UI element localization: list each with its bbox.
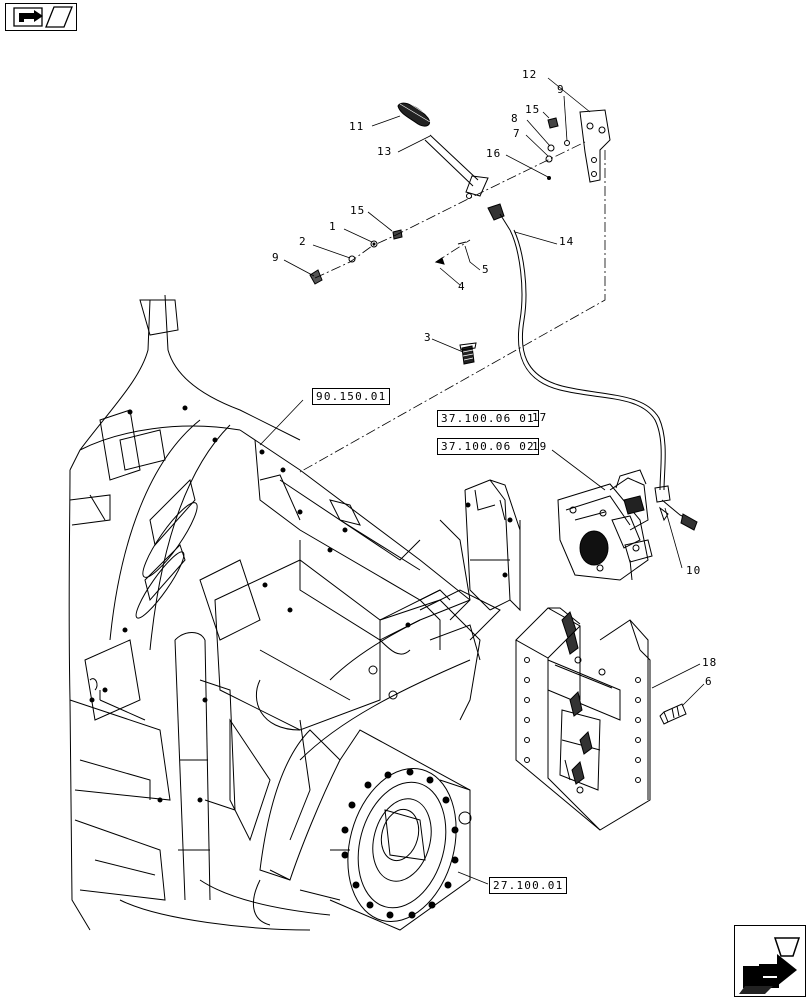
mounting-bracket-drawing [579,109,611,183]
callout-15-upper: 15 [525,103,541,116]
callout-16: 16 [486,147,502,160]
callout-13: 13 [377,145,393,158]
callout-11: 11 [349,120,365,133]
callout-14: 14 [559,235,575,248]
callout-15-lower: 15 [350,204,366,217]
callout-19: 19 [532,440,548,453]
callout-9-upper: 9 [557,83,565,96]
callout-10: 10 [686,564,702,577]
callout-2: 2 [299,235,307,248]
callout-8: 8 [511,112,519,125]
hardware-items-drawing [309,117,570,365]
arrow-left-icon [13,6,73,28]
callout-7: 7 [513,127,521,140]
hitch-assembly-drawing [557,469,653,581]
cable-drawing [487,203,698,531]
hitch-support-plate-drawing [515,607,651,831]
alignment-lines [299,141,606,473]
callout-18: 18 [702,656,718,669]
next-page-button[interactable] [734,925,806,997]
reference-link-37-100-06-02[interactable]: 37.100.06 02 [437,438,539,455]
reference-link-37-100-06-01[interactable]: 37.100.06 01 [437,410,539,427]
callout-1: 1 [329,220,337,233]
callout-3: 3 [424,331,432,344]
leader-lines [259,77,705,885]
callout-4: 4 [458,280,466,293]
callout-9-lower: 9 [272,251,280,264]
callout-5: 5 [482,263,490,276]
bolt-6-drawing [659,703,687,725]
previous-page-button[interactable] [5,3,77,31]
lever-assembly-drawing [397,99,489,199]
callout-6: 6 [705,675,713,688]
tractor-frame-drawing [68,294,521,931]
reference-link-90-150-01[interactable]: 90.150.01 [312,388,391,405]
callout-12: 12 [522,68,538,81]
callout-17: 17 [532,411,548,424]
reference-link-27-100-01[interactable]: 27.100.01 [489,877,568,894]
arrow-right-icon [739,937,801,994]
